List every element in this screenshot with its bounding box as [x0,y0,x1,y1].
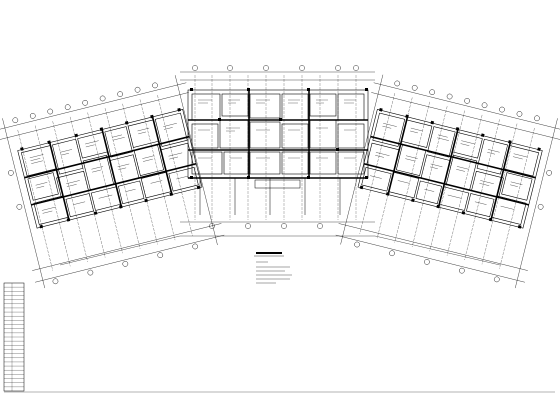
centre-block-plan [180,65,375,229]
schedule-table [3,282,25,392]
right-wing-plan [335,74,560,289]
overall-dimension-lines [59,235,501,266]
drawing-title-block [254,252,284,257]
left-wing-plan [0,75,225,289]
drawing-notes [256,261,292,284]
